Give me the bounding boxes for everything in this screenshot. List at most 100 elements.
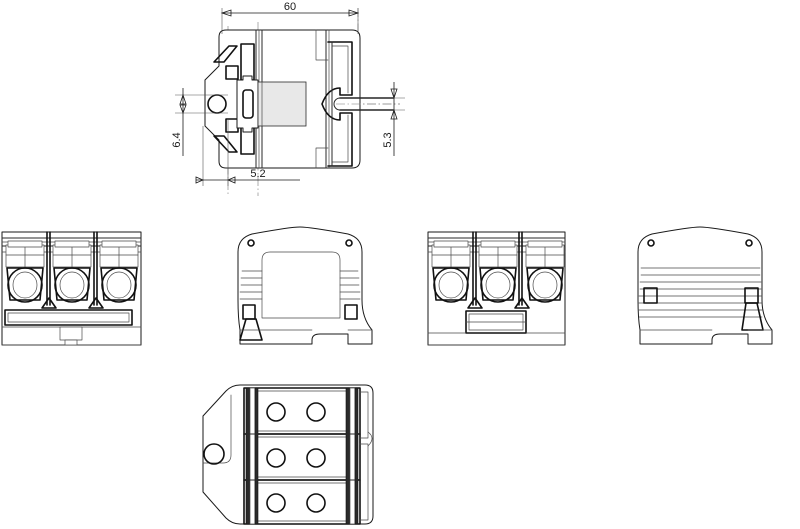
front-right-clamp-3-top (527, 240, 563, 248)
top-right-notch-inner (331, 45, 349, 163)
bottom-hole-2b (306, 448, 326, 468)
dimension-edge-offset: 5.2 (195, 120, 300, 186)
front-right-notch-2 (514, 297, 530, 309)
dimension-overall-width: 60 (220, 1, 360, 34)
front-left-clamp-3-top (101, 240, 137, 248)
bottom-right-rail (359, 391, 369, 521)
top-center-slot (242, 89, 254, 119)
front-right-clamp-1-top (433, 240, 469, 248)
front-left-clamp-2-top (54, 240, 90, 248)
side-right-ribs (638, 267, 763, 318)
side-left-screw-1 (247, 239, 255, 247)
side-left-ribs-right (339, 270, 361, 300)
front-left-bottom-bar (4, 309, 133, 326)
bottom-contact-strips-left (245, 387, 259, 525)
front-left-opening-3 (101, 267, 137, 303)
front-right-base (427, 332, 566, 346)
front-left-pole-dividers (46, 231, 98, 306)
side-right-tab-left (643, 287, 658, 304)
bottom-view-body (202, 384, 374, 525)
top-right-step (315, 29, 329, 169)
front-right-opening-1-inner (438, 271, 464, 299)
bottom-hole-3a (266, 493, 286, 513)
top-center-boss (236, 75, 259, 133)
bottom-strip-r2 (349, 387, 356, 525)
side-right-screw-2 (745, 239, 753, 247)
front-left-pole-2 (52, 240, 92, 303)
side-left-inner-panel (261, 251, 341, 319)
top-pocket-upper-left (213, 45, 238, 63)
view-side-right (637, 226, 773, 345)
top-pocket-upper-left-2 (225, 65, 239, 80)
bottom-left-hole (203, 443, 225, 465)
front-left-bottom-bar-inner (7, 312, 130, 323)
view-top (204, 8, 400, 196)
dim-label-60: 60 (284, 1, 296, 13)
top-center-plate (257, 81, 307, 127)
bottom-strip-l1 (245, 387, 251, 525)
dim-label-64: 6.4 (171, 132, 183, 147)
bottom-right-notch (367, 431, 373, 447)
view-front-left (1, 231, 142, 346)
front-right-opening-3-inner (532, 271, 558, 299)
top-right-slot-arc (333, 97, 341, 111)
front-left-foot-tab (64, 339, 78, 346)
front-right-notch-1 (467, 297, 483, 309)
side-left-foot-left (239, 318, 263, 341)
front-left-opening-2-inner (59, 271, 85, 299)
front-left-opening-1 (7, 267, 43, 303)
bottom-hole-1b (306, 402, 326, 422)
arrow-60-left (220, 9, 232, 17)
front-right-pole-3 (525, 240, 565, 303)
side-right-body (637, 226, 773, 345)
front-left-pole-1 (5, 240, 45, 303)
front-right-pole-1 (431, 240, 471, 303)
view-front-right (427, 231, 566, 346)
arrow-64-bottom (179, 104, 187, 115)
bottom-strip-l2 (249, 387, 256, 525)
side-left-body (237, 226, 373, 345)
front-right-opening-1 (433, 267, 469, 303)
dimension-slot-width-right: 5.3 (340, 82, 405, 156)
front-right-opening-2 (480, 267, 516, 303)
front-left-notch-2 (88, 297, 104, 309)
front-right-opening-2-inner (485, 271, 511, 299)
dim-label-53: 5.3 (382, 132, 394, 147)
front-left-opening-2 (54, 267, 90, 303)
arrow-53-top (390, 88, 398, 100)
front-left-notch-1 (41, 297, 57, 309)
top-pocket-lower-left (213, 135, 238, 153)
front-left-opening-3-inner (106, 271, 132, 299)
front-right-clamp-2-top (480, 240, 516, 248)
front-right-pole-dividers (472, 231, 523, 306)
front-left-opening-1-inner (12, 271, 38, 299)
bottom-strip-l3 (254, 387, 259, 525)
bottom-hole-3b (306, 493, 326, 513)
side-left-tab-right (344, 304, 358, 320)
arrow-53-bottom (390, 108, 398, 120)
front-left-foot (59, 326, 83, 341)
side-left-screw-2 (345, 239, 353, 247)
arrow-60-right (348, 9, 360, 17)
arrow-64-top (179, 93, 187, 105)
side-right-screw-1 (647, 239, 655, 247)
side-left-ribs-left (239, 270, 263, 300)
bottom-left-pocket (202, 394, 232, 464)
arrow-52-left (195, 176, 205, 184)
view-side-left (237, 226, 373, 345)
front-left-pole-3 (99, 240, 139, 303)
dim-label-52: 5.2 (250, 168, 265, 180)
front-right-opening-3 (527, 267, 563, 303)
bottom-hole-1a (266, 402, 286, 422)
bottom-strip-r3 (354, 387, 359, 525)
arrow-52-right (226, 176, 236, 184)
bottom-hole-2a (266, 448, 286, 468)
view-bottom (202, 384, 374, 525)
bottom-contact-strips-right (345, 387, 359, 525)
bottom-strip-r1 (345, 387, 351, 525)
front-left-clamp-1-top (7, 240, 43, 248)
top-right-notch (321, 41, 353, 167)
front-right-pole-2 (478, 240, 518, 303)
